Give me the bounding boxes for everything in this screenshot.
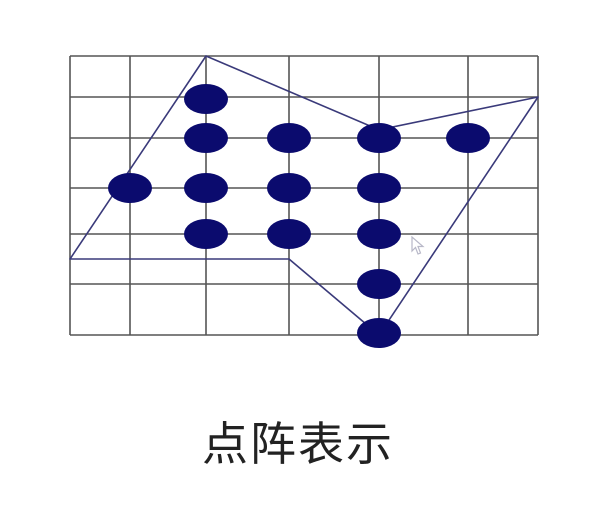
pixel-dot: [267, 219, 311, 249]
mouse-pointer-icon: [411, 235, 427, 260]
pixel-dot: [184, 219, 228, 249]
pixel-dot: [357, 123, 401, 153]
pixel-dot: [357, 269, 401, 299]
pixel-dot: [184, 173, 228, 203]
pixel-dot: [357, 318, 401, 348]
pixel-dots: [108, 84, 490, 348]
pixel-dot: [184, 84, 228, 114]
pixel-dot: [184, 123, 228, 153]
raster-grid-figure: [69, 55, 539, 348]
pixel-dot: [357, 173, 401, 203]
pixel-dot: [446, 123, 490, 153]
pixel-dot: [108, 173, 152, 203]
figure-caption: 点阵表示: [202, 417, 394, 471]
pixel-dot: [357, 219, 401, 249]
pixel-dot: [267, 173, 311, 203]
pixel-dot: [267, 123, 311, 153]
